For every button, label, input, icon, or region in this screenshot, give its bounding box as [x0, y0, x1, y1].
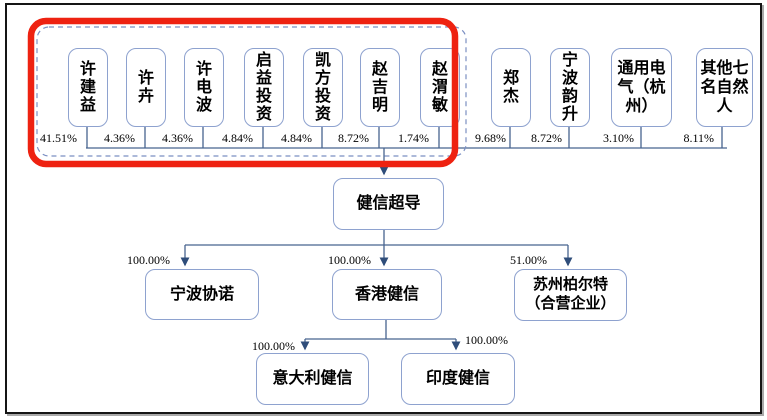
shareholder-name: 许建益: [79, 60, 96, 114]
ownership-percent-label: 1.74%: [398, 131, 429, 145]
company-name: 香港健信: [354, 285, 419, 303]
company-name: 意大利健信: [272, 370, 353, 387]
shareholder-name: 凯方投资: [314, 51, 331, 123]
ownership-percent-label: 9.68%: [475, 131, 506, 145]
company-name: 印度健信: [425, 370, 490, 387]
ownership-percent-label: 4.36%: [104, 131, 135, 145]
ownership-percent-label: 4.36%: [162, 131, 193, 145]
shareholder-box: 郑杰: [491, 48, 531, 127]
shareholder-name: 启益投资: [255, 51, 272, 123]
shareholder-box: 赵渭敏: [420, 48, 460, 127]
shareholder-name: 赵渭敏: [431, 60, 448, 114]
ownership-percent-label: 8.72%: [338, 131, 369, 145]
ownership-percent-label: 8.72%: [531, 131, 562, 145]
ownership-percent-label: 4.84%: [222, 131, 253, 145]
ownership-percent-label: 100.00%: [252, 339, 295, 353]
shareholder-name: 许电波: [195, 60, 212, 114]
shareholder-box: 许建益: [68, 48, 108, 127]
shareholder-box: 许电波: [184, 48, 224, 127]
shareholder-box: 宁波韵升: [550, 48, 590, 127]
shareholder-box: 凯方投资: [303, 48, 343, 127]
shareholder-name: 郑杰: [502, 69, 519, 105]
shareholder-box: 赵吉明: [360, 48, 400, 127]
ownership-percent-label: 100.00%: [328, 253, 371, 267]
ownership-percent-label: 51.00%: [510, 253, 547, 267]
company-box-hongkong-jianxin: 香港健信: [332, 269, 442, 320]
shareholder-name: 通用电气（杭州）: [617, 60, 666, 115]
shareholder-name: 其他七名自然人: [700, 60, 749, 115]
shareholder-name: 许卉: [137, 69, 154, 105]
shareholder-name: 赵吉明: [371, 60, 388, 114]
company-name: 健信超导: [356, 195, 421, 212]
company-name: 宁波协诺: [169, 285, 234, 303]
ownership-percent-label: 8.11%: [683, 131, 714, 145]
shareholder-name: 宁波韵升: [561, 51, 578, 123]
company-box-suzhou-boerte: 苏州柏尔特 （合营企业）: [514, 269, 627, 321]
ownership-percent-label: 41.51%: [40, 131, 77, 145]
ownership-percent-label: 100.00%: [127, 253, 170, 267]
shareholder-box: 许卉: [126, 48, 166, 127]
ownership-percent-label: 4.84%: [281, 131, 312, 145]
ownership-percent-label: 100.00%: [465, 333, 508, 347]
ownership-percent-label: 3.10%: [603, 131, 634, 145]
company-box-jianxin-superconductor: 健信超导: [333, 178, 444, 230]
diagram-frame: [5, 3, 762, 414]
shareholder-box: 其他七名自然人: [696, 48, 753, 127]
company-name: 苏州柏尔特 （合营企业）: [525, 277, 616, 312]
company-box-italy-jianxin: 意大利健信: [256, 353, 369, 405]
shareholder-box: 通用电气（杭州）: [611, 48, 672, 127]
shareholder-box: 启益投资: [244, 48, 284, 127]
company-box-ningbo-xienuo: 宁波协诺: [145, 269, 259, 320]
company-box-india-jianxin: 印度健信: [401, 353, 515, 405]
